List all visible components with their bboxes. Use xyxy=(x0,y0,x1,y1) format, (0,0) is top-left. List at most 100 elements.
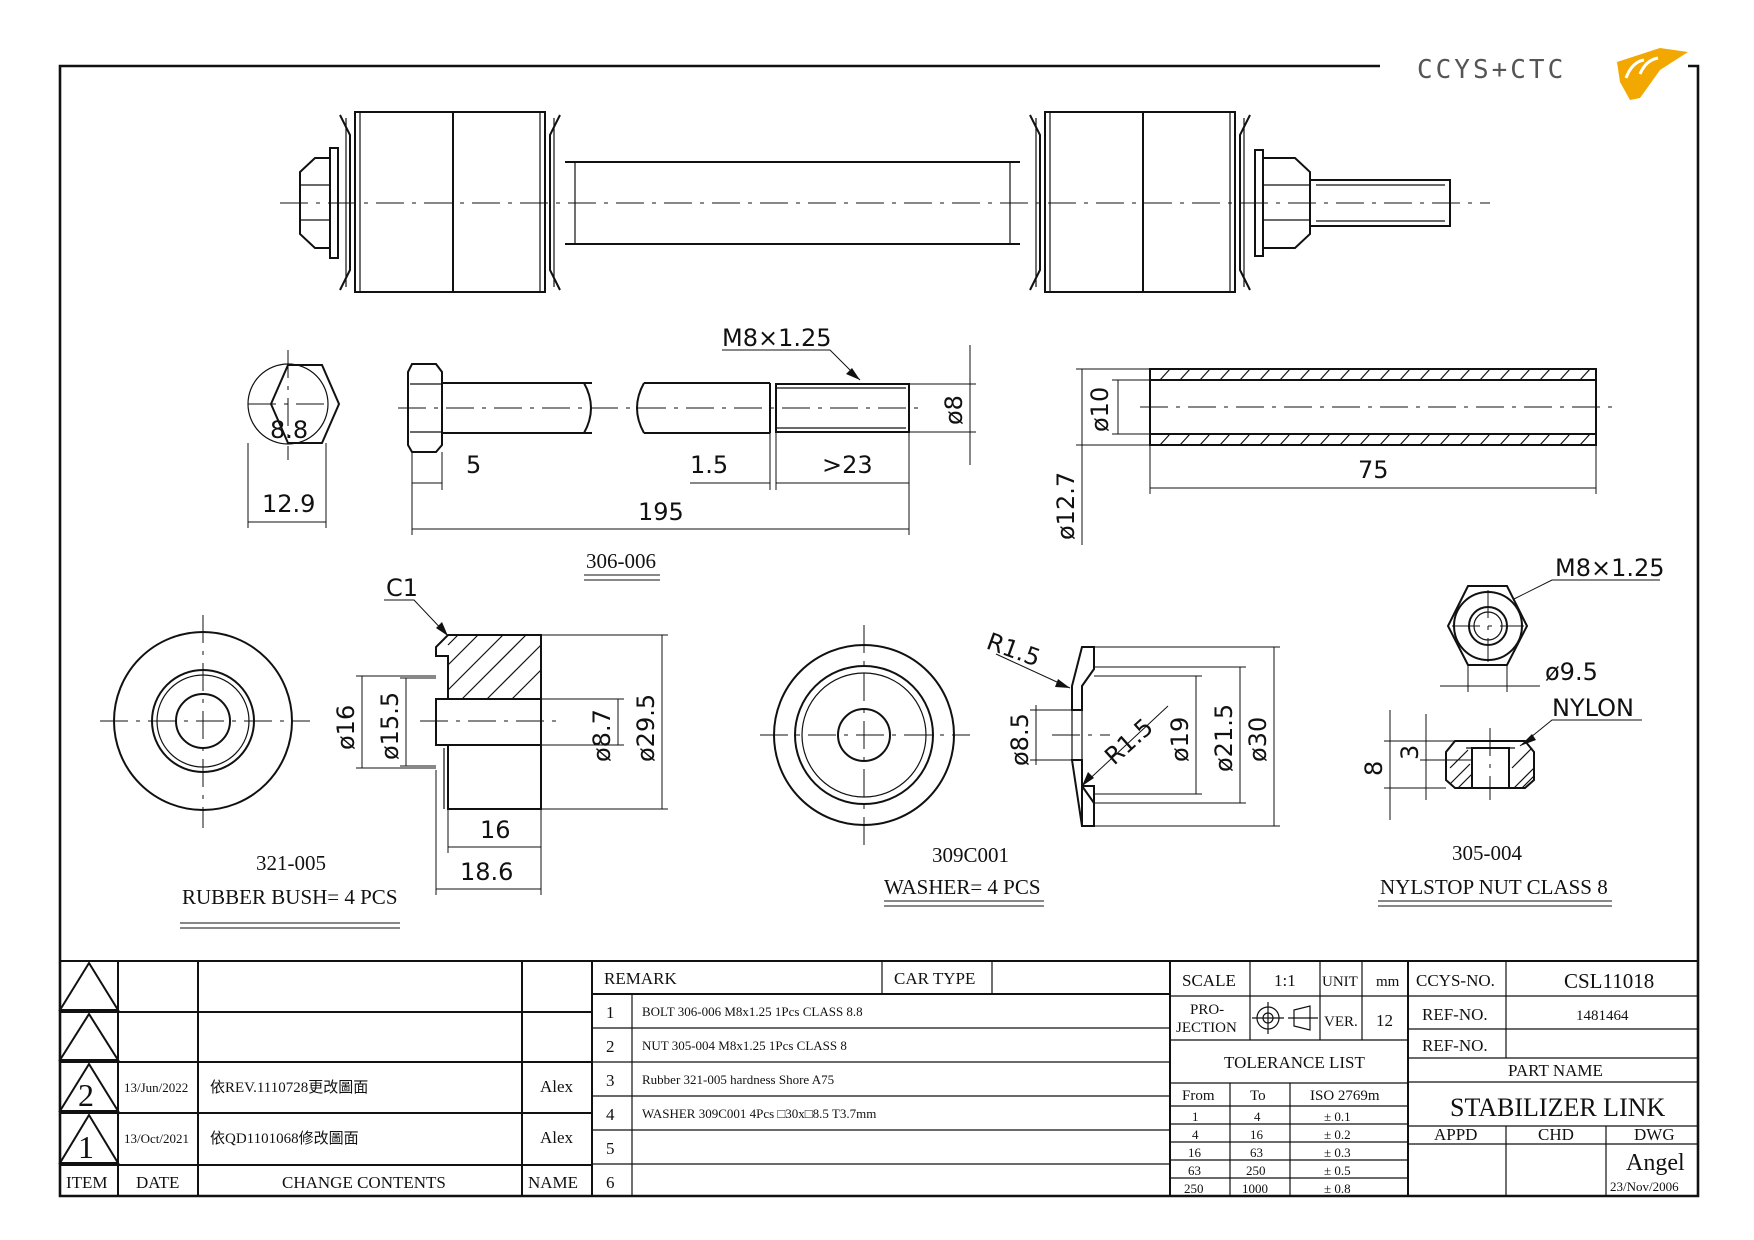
ref-no-value: 1481464 xyxy=(1576,1008,1629,1024)
bush-description: RUBBER BUSH= 4 PCS xyxy=(182,885,398,909)
ref-no-label: REF-NO. xyxy=(1422,1005,1488,1024)
revision-date: 13/Oct/2021 xyxy=(124,1131,189,1146)
dim-bolt-thread: M8×1.25 xyxy=(722,324,832,352)
tolerance-standard: ISO 2769m xyxy=(1310,1088,1380,1104)
projection-label: PRO- xyxy=(1190,1002,1224,1018)
header-item: ITEM xyxy=(66,1173,108,1192)
washer-face-view: 309C001 WASHER= 4 PCS xyxy=(760,625,1044,907)
header-date: DATE xyxy=(136,1173,179,1192)
ref-no-2-label: REF-NO. xyxy=(1422,1036,1488,1055)
projection-label: JECTION xyxy=(1176,1020,1237,1036)
chd-label: CHD xyxy=(1538,1125,1574,1144)
dim-bush-total: 18.6 xyxy=(460,858,513,886)
dim-washer-r1: R1.5 xyxy=(983,627,1044,672)
bolt-part-number: 306-006 xyxy=(586,549,656,573)
ccys-no-label: CCYS-NO. xyxy=(1416,971,1495,990)
company-logo: CCYS+CTC xyxy=(1417,48,1688,100)
tolerance-from-header: From xyxy=(1182,1088,1215,1104)
tolerance-to: 16 xyxy=(1250,1127,1264,1142)
drawing-date: 23/Nov/2006 xyxy=(1610,1179,1679,1194)
tube-view: ø10 ø12.7 75 xyxy=(1052,368,1612,545)
revision-item: 1 xyxy=(78,1129,94,1165)
dim-washer-19: ø19 xyxy=(1166,717,1194,762)
appd-label: APPD xyxy=(1434,1125,1477,1144)
title-info-block: CCYS-NO. CSL11018 REF-NO. 1481464 REF-NO… xyxy=(1416,969,1685,1194)
assembly-view xyxy=(280,111,1490,293)
dim-nut-height: 8 xyxy=(1360,761,1388,776)
tolerance-from: 250 xyxy=(1184,1181,1204,1196)
dim-undercut: 1.5 xyxy=(690,451,728,479)
remark-no: 5 xyxy=(606,1139,615,1158)
tolerance-to: 63 xyxy=(1250,1145,1263,1160)
dim-washer-215: ø21.5 xyxy=(1210,704,1238,772)
tolerance-title: TOLERANCE LIST xyxy=(1224,1053,1365,1072)
scale-label: SCALE xyxy=(1182,971,1236,990)
unit-value: mm xyxy=(1376,974,1400,990)
tolerance-value: ± 0.2 xyxy=(1324,1127,1351,1142)
bolt-head-view: 8.8 12.9 xyxy=(247,350,341,528)
dim-thread-length: >23 xyxy=(822,451,873,479)
tolerance-from: 16 xyxy=(1188,1145,1202,1160)
dim-bolt-dia: ø8 xyxy=(940,395,968,425)
remark-text: BOLT 306-006 M8x1.25 1Pcs CLASS 8.8 xyxy=(642,1004,863,1019)
revision-content: 依REV.1110728更改圖面 xyxy=(210,1079,368,1096)
logo-text: CCYS+CTC xyxy=(1417,55,1566,85)
dim-head-height: 5 xyxy=(466,451,481,479)
dim-nut-nylon: NYLON xyxy=(1552,694,1634,722)
title-block-grid xyxy=(58,960,1698,1196)
remark-no: 1 xyxy=(606,1003,615,1022)
remark-no: 6 xyxy=(606,1173,615,1192)
version-label: VER. xyxy=(1324,1014,1358,1030)
tolerance-value: ± 0.8 xyxy=(1324,1181,1351,1196)
dim-hex-width: 12.9 xyxy=(262,490,315,518)
scale-value: 1:1 xyxy=(1274,971,1296,990)
bush-part-number: 321-005 xyxy=(256,851,326,875)
dim-washer-85: ø8.5 xyxy=(1006,713,1034,766)
remark-text: NUT 305-004 M8x1.25 1Pcs CLASS 8 xyxy=(642,1038,847,1053)
dim-bush-155: ø15.5 xyxy=(376,692,404,760)
revision-name: Alex xyxy=(540,1077,574,1096)
drafter-name: Angel xyxy=(1626,1150,1685,1176)
header-name: NAME xyxy=(528,1173,578,1192)
bush-section-view: C1 ø16 ø15.5 ø8.7 ø29.5 16 18.6 321-005 … xyxy=(180,574,668,929)
dim-chamfer: C1 xyxy=(386,574,418,602)
remark-no: 3 xyxy=(606,1071,615,1090)
remark-label: REMARK xyxy=(604,969,677,988)
dim-bolt-length: 195 xyxy=(638,498,684,526)
washer-part-number: 309C001 xyxy=(932,843,1009,867)
tolerance-to: 4 xyxy=(1254,1109,1261,1124)
tolerance-from: 4 xyxy=(1192,1127,1199,1142)
tolerance-from: 63 xyxy=(1188,1163,1201,1178)
sheet-border xyxy=(58,64,1700,1198)
dim-hex-across: 8.8 xyxy=(270,416,308,444)
washer-section-view: R1.5 R1.5 ø8.5 ø19 ø21.5 ø30 xyxy=(983,627,1280,827)
remark-text: WASHER 309C001 4Pcs □30x□8.5 T3.7mm xyxy=(642,1106,876,1121)
revision-table: 2 13/Jun/2022 依REV.1110728更改圖面 Alex 1 13… xyxy=(66,1077,578,1192)
nut-top-view: M8×1.25 ø9.5 xyxy=(1440,554,1665,692)
remark-text: Rubber 321-005 hardness Shore A75 xyxy=(642,1072,834,1087)
revision-name: Alex xyxy=(540,1128,574,1147)
part-name-value: STABILIZER LINK xyxy=(1450,1093,1665,1122)
revision-content: 依QD1101068修改圖面 xyxy=(210,1130,359,1147)
tolerance-to-header: To xyxy=(1250,1088,1266,1104)
remarks-table: REMARK CAR TYPE 1 BOLT 306-006 M8x1.25 1… xyxy=(604,969,975,1192)
dim-bush-295: ø29.5 xyxy=(632,694,660,762)
scale-tolerance-block: SCALE 1:1 UNIT mm PRO- JECTION VER. 12 T… xyxy=(1176,971,1400,1196)
washer-description: WASHER= 4 PCS xyxy=(884,875,1041,899)
bolt-side-view: M8×1.25 ø8 5 1.5 >23 195 306-006 xyxy=(398,324,976,581)
dim-bush-length: 16 xyxy=(480,816,511,844)
unit-label: UNIT xyxy=(1322,974,1358,990)
car-type-label: CAR TYPE xyxy=(894,969,975,988)
header-change-contents: CHANGE CONTENTS xyxy=(282,1173,446,1192)
nut-description: NYLSTOP NUT CLASS 8 xyxy=(1380,875,1608,899)
dim-tube-length: 75 xyxy=(1358,456,1389,484)
nut-side-view: NYLON 8 3 305-004 NYLSTOP NUT CLASS 8 xyxy=(1360,694,1642,907)
tolerance-from: 1 xyxy=(1192,1109,1199,1124)
dim-nut-thread: M8×1.25 xyxy=(1555,554,1665,582)
projection-symbol-icon xyxy=(1252,1002,1318,1034)
dim-washer-30: ø30 xyxy=(1244,717,1272,762)
dim-tube-id: ø10 xyxy=(1086,387,1114,432)
revision-date: 13/Jun/2022 xyxy=(124,1080,188,1095)
part-name-label: PART NAME xyxy=(1508,1061,1603,1080)
